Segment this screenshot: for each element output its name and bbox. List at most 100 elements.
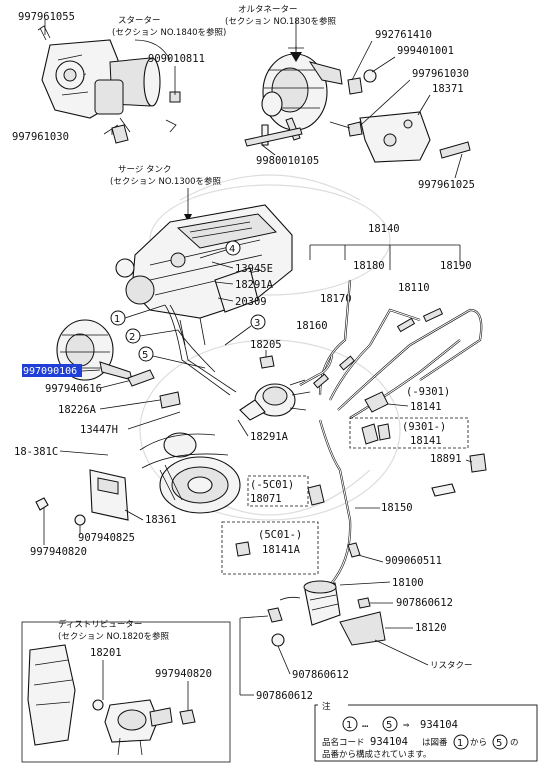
distributor-section-box [21, 621, 231, 763]
label-18100: 18100 [392, 577, 424, 589]
bracket-18361 [89, 469, 129, 521]
label-surge-tank-ref: (セクション NO.1300を参照 [110, 176, 222, 187]
svg-text:1: 1 [114, 314, 120, 325]
svg-text:の: の [510, 738, 519, 748]
svg-text:934104: 934104 [370, 736, 408, 748]
svg-text:5: 5 [142, 350, 148, 361]
svg-text:2: 2 [129, 332, 135, 343]
label-5c01-pre: (-5C01) [250, 479, 294, 491]
box-5c01-pre [247, 475, 309, 507]
svg-text:1: 1 [457, 738, 463, 749]
label-18071: 18071 [250, 493, 282, 505]
label-18110: 18110 [398, 282, 430, 294]
label-907860612-b: 907860612 [292, 669, 349, 681]
label-18150: 18150 [381, 502, 413, 514]
label-distributor: ディストリビューター [58, 619, 142, 630]
svg-text:…: … [362, 718, 368, 730]
label-13945e: 13945E [235, 263, 273, 275]
label-18170: 18170 [320, 293, 352, 305]
label-997090106[interactable]: 997090106 [23, 366, 77, 377]
note-head: 注 [322, 701, 331, 712]
callout-2: 2 [125, 328, 141, 344]
label-13447h: 13447H [80, 424, 118, 436]
pulley-belts [139, 432, 241, 514]
highlight-997090106[interactable] [22, 364, 82, 377]
note-box [314, 704, 538, 762]
bracket-18371 [329, 69, 471, 163]
label-starter: スターター [118, 16, 161, 26]
box-9301-post [349, 417, 469, 449]
label-18180: 18180 [353, 260, 385, 272]
label-997940820-b: 997940820 [155, 668, 212, 680]
note-line3: 品番から構成されています。 [322, 749, 431, 760]
callout-3: 3 [250, 314, 266, 330]
svg-text:から: から [470, 738, 487, 748]
label-18371: 18371 [432, 83, 464, 95]
label-resistor: リスタクー [430, 661, 473, 671]
svg-text:は図番: は図番 [422, 737, 448, 748]
label-18226a: 18226A [58, 404, 97, 416]
distributor-assembly [27, 644, 196, 756]
label-18141a: 18141A [262, 544, 301, 556]
label-starter-ref: (セクション NO.1840を参照) [112, 27, 226, 38]
note-code: 934104 [420, 719, 458, 731]
label-20309: 20309 [235, 296, 267, 308]
svg-text:4: 4 [229, 244, 235, 255]
ignition-coil-18100 [303, 580, 386, 646]
label-999401001: 999401001 [397, 45, 454, 57]
svg-text:3: 3 [254, 318, 260, 329]
note-line1: 1 … 5 ⇒ 934104 [342, 716, 458, 732]
label-9301-post: (9301-) [402, 421, 446, 433]
label-18-381c: 18-381C [14, 446, 58, 458]
label-907860612-c: 907860612 [256, 690, 313, 702]
label-18291a-a: 18291A [235, 279, 274, 291]
starter-assembly [37, 25, 181, 144]
label-909010811: 909010811 [148, 53, 205, 65]
label-997961025: 997961025 [418, 179, 475, 191]
label-5c01-post: (5C01-) [258, 529, 302, 541]
label-997961030-b: 997961030 [412, 68, 469, 80]
callout-4: 4 [225, 240, 241, 256]
label-alternator: オルタネーター [238, 5, 298, 15]
label-997961030-a: 997961030 [12, 131, 69, 143]
label-18201: 18201 [90, 647, 122, 659]
note-line2: 品名コード 934104 は図番 1 から 5 の [322, 734, 519, 750]
engine-block [115, 204, 293, 346]
distributor-center [239, 379, 311, 421]
label-18291a-b: 18291A [250, 431, 289, 443]
label-18205: 18205 [250, 339, 282, 351]
bolt-907940825 [74, 514, 86, 535]
label-18141-b: 18141 [410, 435, 442, 447]
bolt-997940820 [35, 497, 49, 545]
svg-text:5: 5 [386, 720, 392, 731]
label-surge-tank: サージ タンク [118, 165, 172, 175]
ignition-wires [299, 279, 483, 586]
svg-text:⇒: ⇒ [403, 719, 409, 731]
label-997961055: 997961055 [18, 11, 75, 23]
label-18361: 18361 [145, 514, 177, 526]
label-998001010: 9980010105 [256, 155, 319, 167]
label-9301-pre: (-9301) [406, 386, 450, 398]
label-distributor-ref: (セクション NO.1820を参照 [58, 631, 170, 642]
label-18190: 18190 [440, 260, 472, 272]
label-997940820-a: 997940820 [30, 546, 87, 558]
label-909060511: 909060511 [385, 555, 442, 567]
svg-text:1: 1 [346, 720, 352, 731]
label-992761410: 992761410 [375, 29, 432, 41]
label-alternator-ref: (セクション NO.1830を参照 [225, 16, 337, 27]
svg-text:品名コード: 品名コード [322, 737, 365, 748]
alternator-assembly [244, 18, 343, 147]
callout-1: 1 [110, 310, 126, 326]
label-907860612-a: 907860612 [396, 597, 453, 609]
svg-text:5: 5 [496, 738, 502, 749]
label-18141-a: 18141 [410, 401, 442, 413]
label-18891: 18891 [430, 453, 462, 465]
label-18140: 18140 [368, 223, 400, 235]
label-997940616: 997940616 [45, 383, 102, 395]
label-18160: 18160 [296, 320, 328, 332]
label-907940825: 907940825 [78, 532, 135, 544]
callout-5: 5 [138, 346, 154, 362]
label-18120: 18120 [415, 622, 447, 634]
bracket-18226a [127, 369, 155, 387]
